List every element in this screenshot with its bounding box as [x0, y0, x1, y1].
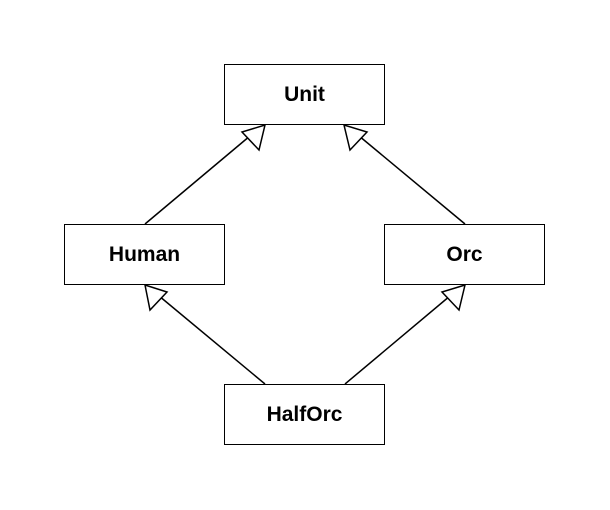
class-node-human-label: Human: [108, 242, 181, 266]
class-node-unit[interactable]: Unit: [224, 64, 385, 125]
class-node-human[interactable]: Human: [64, 224, 225, 285]
class-node-halforc-label: HalfOrc: [266, 402, 343, 426]
edge-halforc-orc: [344, 294, 451, 385]
edge-halforc-human: [158, 294, 266, 385]
arrowhead-halforc-orc: [440, 283, 467, 312]
class-node-unit-label: Unit: [284, 82, 325, 106]
arrowhead-halforc-human: [144, 283, 169, 312]
edge-human-unit: [144, 134, 251, 225]
arrowhead-orc-unit: [342, 123, 369, 152]
class-node-orc[interactable]: Orc: [384, 224, 545, 285]
arrowhead-human-unit: [240, 123, 267, 152]
class-node-halforc[interactable]: HalfOrc: [224, 384, 385, 445]
edge-orc-unit: [358, 134, 466, 225]
class-node-orc-label: Orc: [446, 242, 483, 266]
